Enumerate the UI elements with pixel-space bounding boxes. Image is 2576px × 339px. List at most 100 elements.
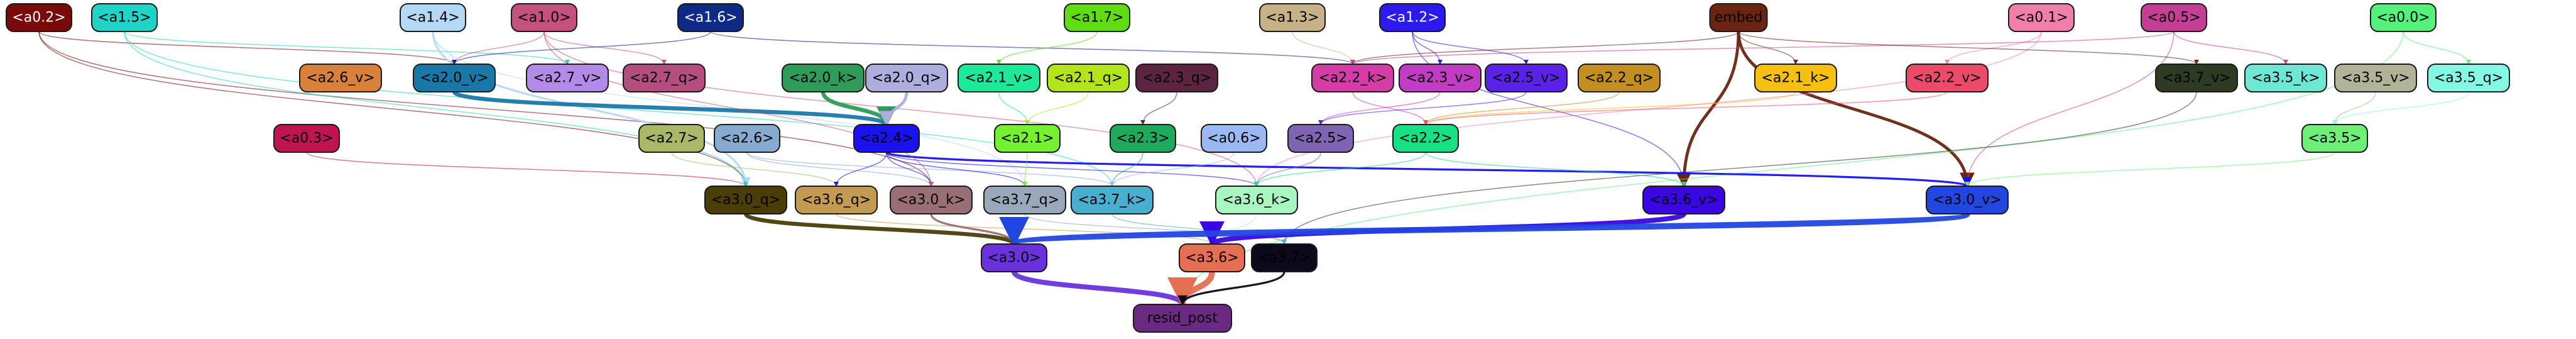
node-a3-0[interactable]: <a3.0> <box>981 243 1047 272</box>
node-a3-6-v[interactable]: <a3.6_v> <box>1642 186 1725 214</box>
edge-a0-6-to-a3-7-k <box>1110 152 1235 187</box>
edge-a1-5-to-a3-7-k <box>124 31 1115 187</box>
node-a3-6-k[interactable]: <a3.6_k> <box>1215 186 1298 214</box>
node-a2-1-v[interactable]: <a2.1_v> <box>958 64 1040 92</box>
node-a3-7-v[interactable]: <a3.7_v> <box>2155 64 2238 92</box>
edge-a3-5-v-to-a3-5 <box>2332 91 2376 125</box>
node-a3-5-v[interactable]: <a3.5_v> <box>2334 64 2417 92</box>
node-box <box>511 3 577 32</box>
node-label: <a2.0_q> <box>872 70 941 86</box>
edge-a2-1-to-a3-7-q <box>1022 152 1028 187</box>
node-box <box>638 124 705 153</box>
node-a3-0-v[interactable]: <a3.0_v> <box>1926 186 2009 214</box>
node-box <box>1251 243 1318 272</box>
node-a3-0-q[interactable]: <a3.0_q> <box>704 186 787 214</box>
node-label: <a1.0> <box>517 10 570 26</box>
node-a3-7[interactable]: <a3.7> <box>1251 243 1318 272</box>
node-box <box>1135 64 1218 92</box>
node-label: <a2.3_q> <box>1142 70 1211 86</box>
node-a1-3[interactable]: <a1.3> <box>1259 3 1326 32</box>
node-a0-5[interactable]: <a0.5> <box>2141 3 2207 32</box>
node-a2-7-v[interactable]: <a2.7_v> <box>526 64 609 92</box>
edge-a3-0-q-to-a3-0 <box>743 213 1024 247</box>
edge-a1-7-to-a2-1-v <box>996 31 1098 65</box>
node-a2-6-v[interactable]: <a2.6_v> <box>299 64 382 92</box>
node-a2-2-k[interactable]: <a2.2_k> <box>1311 64 1394 92</box>
node-a2-2-v[interactable]: <a2.2_v> <box>1906 64 1989 92</box>
node-box <box>890 186 973 214</box>
node-embed[interactable]: embed <box>1709 3 1768 32</box>
node-label: <a3.5> <box>2308 131 2361 147</box>
node-a3-6[interactable]: <a3.6> <box>1179 243 1245 272</box>
node-a3-5[interactable]: <a3.5> <box>2301 124 2368 153</box>
node-label: <a2.5_v> <box>1492 70 1560 86</box>
node-label: <a2.1_k> <box>1761 70 1830 86</box>
node-label: <a2.7_v> <box>533 70 601 86</box>
node-box <box>981 243 1047 272</box>
node-a3-6-q[interactable]: <a3.6_q> <box>795 186 878 214</box>
node-a3-7-q[interactable]: <a3.7_q> <box>983 186 1066 214</box>
node-box <box>1287 124 1354 153</box>
node-a1-5[interactable]: <a1.5> <box>91 3 158 32</box>
node-a0-6[interactable]: <a0.6> <box>1201 124 1267 153</box>
node-a0-3[interactable]: <a0.3> <box>273 124 340 153</box>
node-a1-6[interactable]: <a1.6> <box>677 3 744 32</box>
node-resid-post[interactable]: resid_post <box>1133 304 1232 333</box>
node-a2-3[interactable]: <a2.3> <box>1110 124 1176 153</box>
node-a2-0-v[interactable]: <a2.0_v> <box>413 64 496 92</box>
node-label: <a2.3> <box>1116 131 1169 147</box>
node-a2-3-q[interactable]: <a2.3_q> <box>1135 64 1218 92</box>
node-a2-4[interactable]: <a2.4> <box>853 124 920 153</box>
node-a2-0-q[interactable]: <a2.0_q> <box>865 64 948 92</box>
node-a2-7-q[interactable]: <a2.7_q> <box>623 64 706 92</box>
node-label: <a3.6_q> <box>802 192 871 208</box>
node-label: <a3.7> <box>1257 250 1311 266</box>
node-a2-2-q[interactable]: <a2.2_q> <box>1578 64 1661 92</box>
node-a2-1-q[interactable]: <a2.1_q> <box>1047 64 1130 92</box>
node-box <box>1926 186 2009 214</box>
node-label: <a3.7_k> <box>1078 192 1146 208</box>
node-a0-0[interactable]: <a0.0> <box>2370 3 2437 32</box>
node-a0-1[interactable]: <a0.1> <box>2008 3 2075 32</box>
edge-a2-3-v-to-a2-5 <box>1318 91 1441 125</box>
node-a1-7[interactable]: <a1.7> <box>1064 3 1130 32</box>
node-a2-7[interactable]: <a2.7> <box>638 124 705 153</box>
node-a2-0-k[interactable]: <a2.0_k> <box>782 64 865 92</box>
node-label: <a2.1_q> <box>1054 70 1123 86</box>
node-a1-4[interactable]: <a1.4> <box>400 3 466 32</box>
edge-a1-5-to-a3-0-q <box>124 31 748 187</box>
node-label: <a0.3> <box>280 131 333 147</box>
node-label: <a2.1> <box>1000 131 1054 147</box>
edge-a2-1-v-to-a2-1 <box>998 91 1030 125</box>
node-a2-5-v[interactable]: <a2.5_v> <box>1485 64 1568 92</box>
node-a2-2[interactable]: <a2.2> <box>1392 124 1459 153</box>
edge-embed-to-a3-7-v <box>1738 31 2199 65</box>
node-a3-0-k[interactable]: <a3.0_k> <box>890 186 973 214</box>
node-box <box>2008 3 2075 32</box>
node-box <box>1179 243 1245 272</box>
edge-a2-5-to-a3-6-k <box>1254 152 1321 187</box>
node-label: <a3.0> <box>987 250 1040 266</box>
node-a2-3-v[interactable]: <a2.3_v> <box>1399 64 1482 92</box>
edge-a2-2-k-to-a2-2 <box>1352 91 1428 125</box>
edge-a0-3-to-a3-0-q <box>306 152 748 187</box>
node-a3-5-k[interactable]: <a3.5_k> <box>2244 64 2327 92</box>
node-a3-5-q[interactable]: <a3.5_q> <box>2427 64 2510 92</box>
node-a2-5[interactable]: <a2.5> <box>1287 124 1354 153</box>
node-a2-1-k[interactable]: <a2.1_k> <box>1754 64 1837 92</box>
edge-a0-5-to-a3-0-v <box>1965 31 2175 187</box>
edge-a1-0-to-a3-0-k <box>543 31 934 187</box>
node-label: <a2.1_v> <box>964 70 1033 86</box>
node-a3-7-k[interactable]: <a3.7_k> <box>1071 186 1154 214</box>
node-a2-1[interactable]: <a2.1> <box>994 124 1061 153</box>
node-a1-0[interactable]: <a1.0> <box>511 3 577 32</box>
node-a2-6[interactable]: <a2.6> <box>714 124 780 153</box>
edge-a2-4-to-a3-6-k <box>886 152 1259 187</box>
node-box <box>1399 64 1482 92</box>
edge-a3-7-k-to-a3-7 <box>1111 213 1287 245</box>
node-a0-2[interactable]: <a0.2> <box>6 3 72 32</box>
node-a1-2[interactable]: <a1.2> <box>1379 3 1446 32</box>
node-box <box>2334 64 2417 92</box>
edge-a3-5-to-a3-0-v <box>1965 152 2335 187</box>
